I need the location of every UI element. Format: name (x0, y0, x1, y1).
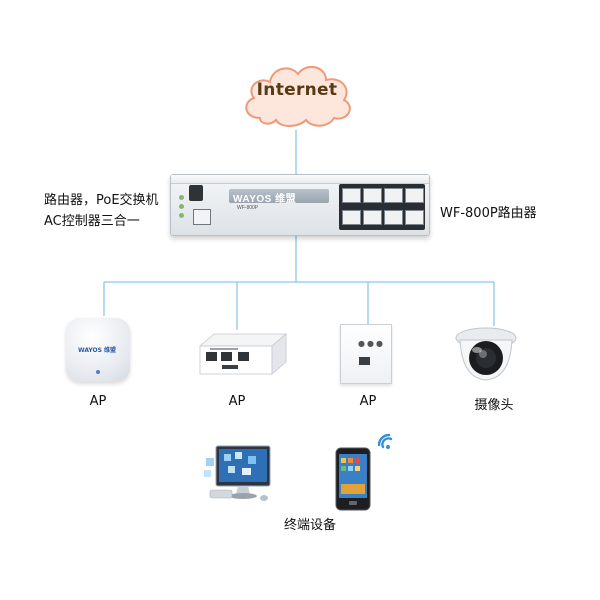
router-power-button (189, 185, 203, 201)
router-description-line1: 路由器，PoE交换机 (44, 193, 159, 208)
ap-led-icon (96, 370, 100, 374)
wifi-signal-icon (377, 433, 393, 449)
router-led-icon (179, 213, 184, 218)
ethernet-port (363, 188, 382, 203)
ethernet-port (384, 188, 403, 203)
device-label-ap2: AP (228, 394, 246, 409)
device-label-camera: 摄像头 (474, 398, 514, 413)
router-brand-strip (229, 189, 329, 203)
ethernet-port (384, 210, 403, 225)
ceiling-ap-icon: WAYOS 维盟 (66, 318, 130, 382)
panel-ap-icon (198, 333, 288, 375)
router-model-text: WF-800P (237, 205, 259, 211)
router-top-panel (171, 175, 429, 184)
router-model-label: WF-800P路由器 (440, 206, 537, 221)
router-device: WAYOS 维盟 WF-800P (170, 174, 430, 236)
ap-brand-logo: WAYOS 维盟 (78, 347, 117, 354)
ethernet-port (342, 188, 361, 203)
smartphone-icon (335, 447, 371, 511)
router-led-icon (179, 204, 184, 209)
terminal-devices-label: 终端设备 (283, 518, 336, 533)
ethernet-port (363, 210, 382, 225)
ap-led-dots: ●●● (358, 339, 385, 348)
internet-cloud (245, 65, 351, 127)
ethernet-port (405, 210, 424, 225)
router-wan-port (193, 209, 211, 225)
internet-label: Internet (256, 80, 338, 100)
router-brand-logo: WAYOS 维盟 (233, 194, 297, 205)
ethernet-port (359, 357, 370, 365)
ethernet-port (405, 188, 424, 203)
desktop-computer-icon (204, 445, 271, 501)
router-port-block (339, 184, 425, 230)
device-label-ap3: AP (359, 394, 377, 409)
router-description-line2: AC控制器三合一 (44, 214, 140, 229)
device-label-ap1: AP (89, 394, 107, 409)
wall-plate-ap-icon: ●●● (340, 324, 392, 384)
dome-camera-icon (455, 327, 517, 381)
router-led-icon (179, 195, 184, 200)
ethernet-port (342, 210, 361, 225)
